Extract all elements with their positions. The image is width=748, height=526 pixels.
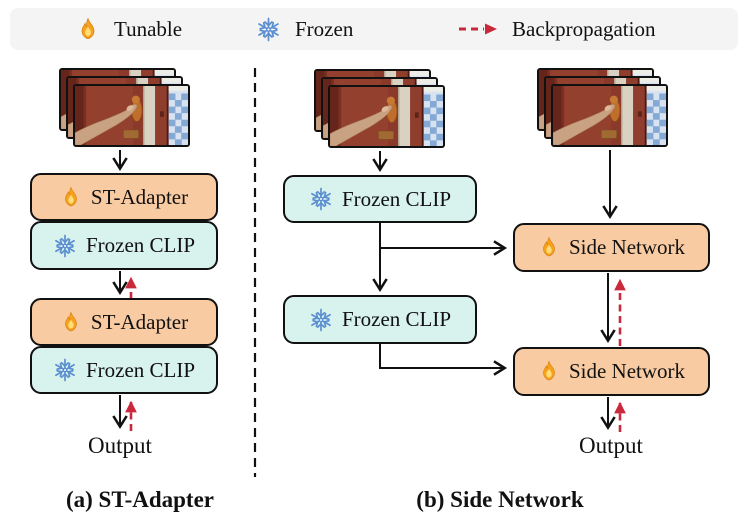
snowflake-icon: [309, 187, 333, 211]
video-frame: [73, 84, 190, 147]
video-frame: [328, 85, 445, 148]
side-network-box-1: Side Network: [513, 223, 710, 272]
node-label: ST-Adapter: [90, 309, 189, 334]
output-label-b: Output: [579, 433, 643, 458]
legend-label: Tunable: [114, 16, 183, 41]
node-label: ST-Adapter: [90, 184, 189, 209]
frozen-clip-box-3: Frozen CLIP: [283, 175, 477, 223]
caption-panel-a: (a) ST-Adapter: [65, 487, 215, 512]
video-frame: [551, 84, 668, 147]
legend-item-tunable: Tunable: [76, 8, 182, 50]
flame-icon: [60, 185, 82, 210]
side-network-box-2: Side Network: [513, 347, 710, 396]
legend-label: Backpropagation: [512, 16, 656, 41]
legend-label: Frozen: [295, 16, 354, 41]
node-label: Frozen CLIP: [341, 186, 452, 211]
frozen-clip-box-2: Frozen CLIP: [30, 346, 218, 394]
legend-item-frozen: Frozen: [256, 8, 353, 50]
node-label: Frozen CLIP: [341, 307, 452, 331]
node-label: Frozen CLIP: [85, 357, 196, 382]
st-adapter-box-1: ST-Adapter: [30, 173, 218, 221]
frozen-clip-box-1: Frozen CLIP: [30, 221, 218, 270]
video-frames-stack: [314, 69, 447, 150]
flame-icon: [538, 359, 560, 384]
flame-icon: [60, 310, 82, 335]
caption-panel-b: (b) Side Network: [416, 487, 584, 512]
output-label-a: Output: [88, 433, 152, 458]
snowflake-icon: [309, 308, 333, 332]
node-label: Side Network: [568, 359, 686, 383]
legend-item-backprop: Backpropagation: [458, 8, 655, 50]
flame-icon: [538, 235, 560, 260]
frozen-clip-box-4: Frozen CLIP: [283, 295, 477, 344]
snowflake-icon: [53, 234, 77, 258]
panel-b-flow-arrows: [372, 150, 618, 431]
legend-bar: Tunable Frozen Backpropagation: [10, 8, 738, 50]
video-frames-stack: [537, 68, 670, 149]
node-label: Frozen CLIP: [85, 233, 196, 257]
snowflake-icon: [53, 358, 77, 382]
video-frames-stack: [59, 68, 192, 149]
st-adapter-box-2: ST-Adapter: [30, 298, 218, 346]
node-label: Side Network: [568, 235, 686, 259]
backprop-arrow-icon: [458, 22, 498, 36]
